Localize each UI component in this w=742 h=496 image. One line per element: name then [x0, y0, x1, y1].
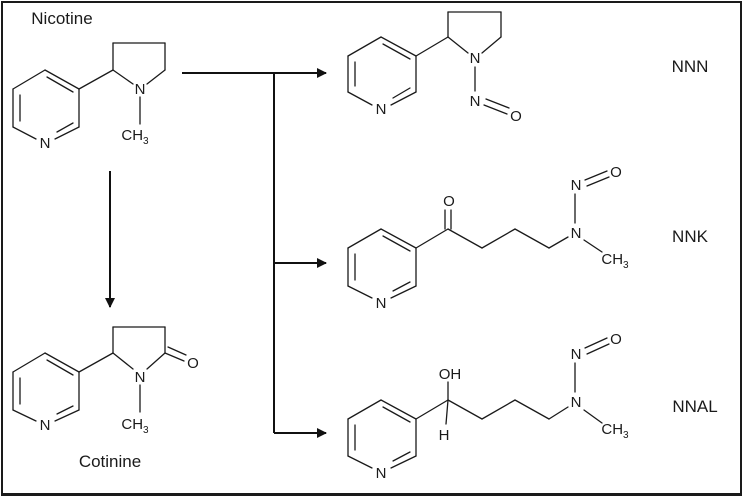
nnal-side-chain [415, 337, 610, 425]
cotinine-pyrrolidinone-nitrogen: N [135, 369, 146, 386]
nnk-methyl: CH3 [601, 251, 629, 271]
cotinine-structure: N N O CH3 Cotinine [12, 326, 199, 471]
nnn-label: NNN [672, 57, 709, 76]
nnk-pyridine-ring [347, 228, 417, 299]
nnal-hydroxyl: OH [439, 366, 462, 383]
nnk-nitroso-nitrogen: N [571, 177, 582, 194]
nnk-ring-nitrogen: N [376, 295, 387, 312]
nnal-ring-nitrogen: N [376, 465, 387, 482]
cotinine-carbonyl-oxygen: O [187, 355, 199, 372]
nnn-nitroso-oxygen: O [510, 108, 522, 125]
nicotine-label: Nicotine [31, 9, 92, 28]
nicotine-pyrrolidine-nitrogen: N [135, 81, 146, 98]
cotinine-label: Cotinine [79, 452, 141, 471]
cotinine-ring-nitrogen: N [40, 417, 51, 434]
nnal-methyl: CH3 [601, 421, 629, 441]
nnn-structure: N N N O NNN [347, 11, 709, 125]
nicotine-ring-nitrogen: N [40, 135, 51, 152]
nnal-structure: N OH H N N O CH3 NNAL [347, 331, 718, 482]
nnal-nitroso-nitrogen: N [571, 346, 582, 363]
nicotine-structure: Nicotine N N [12, 9, 166, 152]
nnk-structure: N O N N O CH3 NNK [347, 164, 709, 312]
nnn-nitroso-nitrogen: N [470, 93, 481, 110]
nnk-side-chain [415, 170, 610, 253]
nnal-hydrogen: H [439, 427, 450, 444]
nnal-label: NNAL [672, 397, 717, 416]
nnk-label: NNK [672, 227, 709, 246]
nnn-pyrrolidine-ring [415, 11, 510, 115]
nnn-pyrrolidine-nitrogen: N [470, 50, 481, 67]
nicotine-pyridine-ring [12, 69, 80, 140]
nnal-pyridine-ring [347, 399, 417, 469]
nnk-amine-nitrogen: N [571, 225, 582, 242]
nnn-ring-nitrogen: N [376, 101, 387, 118]
nnal-nitroso-oxygen: O [610, 331, 622, 348]
nnk-carbonyl-oxygen: O [443, 193, 455, 210]
nicotine-pyrrolidine-ring [78, 42, 166, 125]
reaction-arrows [105, 68, 327, 438]
nnk-nitroso-oxygen: O [610, 164, 622, 181]
nicotine-methyl: CH3 [121, 127, 149, 147]
nnn-pyridine-ring [347, 36, 417, 106]
cotinine-methyl: CH3 [121, 416, 149, 436]
cotinine-pyrrolidinone-ring [78, 326, 187, 413]
cotinine-pyridine-ring [12, 352, 80, 422]
nnal-amine-nitrogen: N [571, 394, 582, 411]
